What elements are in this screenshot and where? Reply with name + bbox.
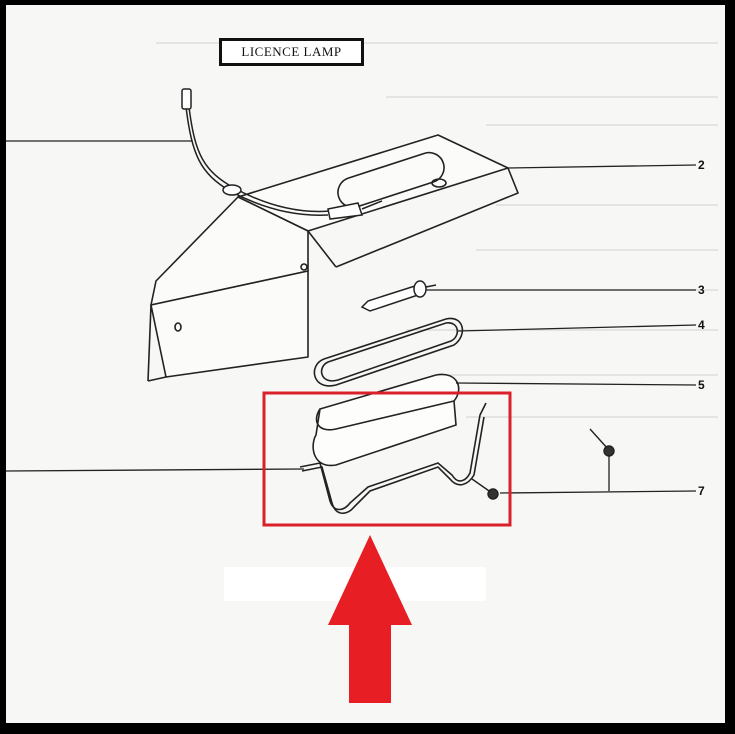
highlight-box [262, 391, 512, 527]
lens [312, 373, 460, 467]
gasket [313, 317, 464, 387]
page-title: LICENCE LAMP [241, 44, 342, 59]
part-label-2: 2 [698, 158, 705, 172]
title-box: LICENCE LAMP [219, 38, 364, 66]
wire-harness [181, 88, 383, 220]
part-label-7: 7 [698, 484, 705, 498]
leader-lines [6, 140, 697, 494]
wire-clip [299, 402, 487, 515]
part-label-4: 4 [698, 318, 705, 332]
bracket [147, 134, 519, 382]
diagram-frame: 2 3 4 5 7 LICENCE LAMP [6, 5, 725, 723]
exploded-view-illustration: 2 3 4 5 7 [6, 42, 718, 703]
part-label-3: 3 [698, 283, 705, 297]
screws [471, 428, 615, 500]
red-arrow [328, 535, 412, 703]
part-label-5: 5 [698, 378, 705, 392]
bulb [360, 280, 437, 312]
